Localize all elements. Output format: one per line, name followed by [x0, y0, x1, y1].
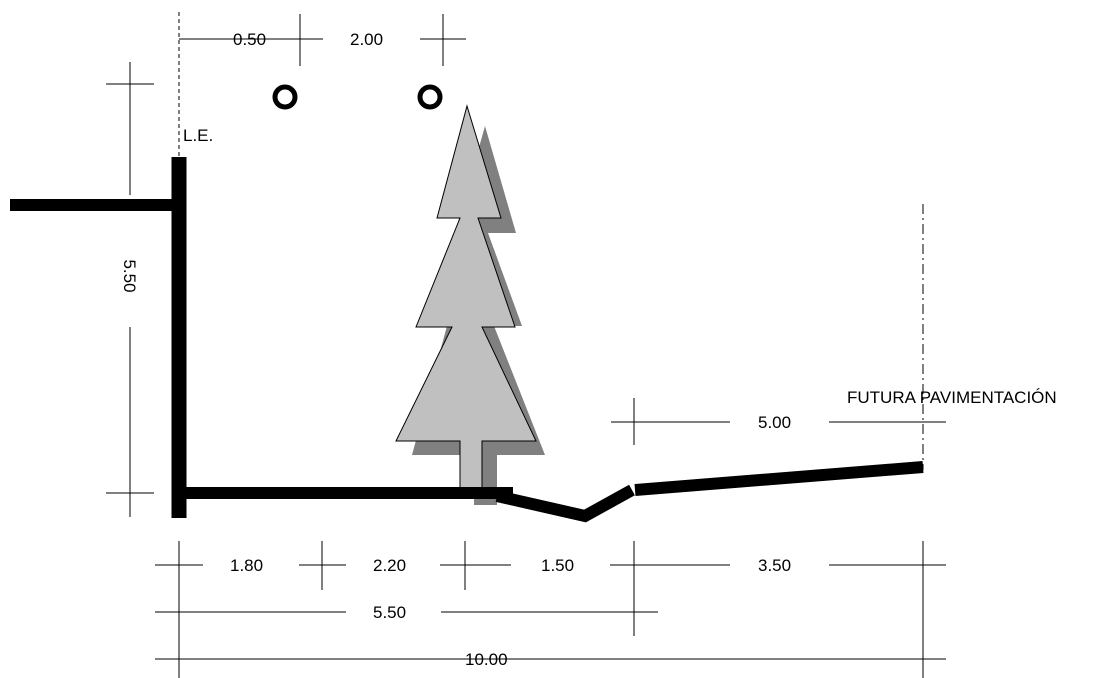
future-paving-profile	[634, 461, 924, 496]
future-paving-label: FUTURA PAVIMENTACIÓN	[847, 388, 1057, 407]
tree-icon	[395, 104, 537, 489]
bottom-dimension-row-1	[155, 541, 946, 678]
top-dimension-0-50: 0.50	[233, 30, 266, 49]
vertical-dimension-5-50: 5.50	[120, 259, 139, 292]
bottom-dimension-1-50: 1.50	[541, 556, 574, 575]
ground-profile-ditch	[495, 484, 635, 523]
street-line-label: L.E.	[183, 126, 213, 145]
bottom-dimension-10-00: 10.00	[465, 650, 508, 669]
bottom-dimension-5-50: 5.50	[373, 603, 406, 622]
right-dimension-line	[611, 398, 946, 445]
bollard-marker	[417, 84, 443, 110]
top-dimension-2-00: 2.00	[350, 30, 383, 49]
bottom-dimension-3-50: 3.50	[758, 556, 791, 575]
top-dimension-line	[179, 14, 466, 66]
bottom-dimension-1-80: 1.80	[230, 556, 263, 575]
right-dimension-5-00: 5.00	[758, 413, 791, 432]
bollard-marker	[272, 84, 298, 110]
bottom-dimension-2-20: 2.20	[373, 556, 406, 575]
vertical-dimension-line	[106, 62, 154, 517]
